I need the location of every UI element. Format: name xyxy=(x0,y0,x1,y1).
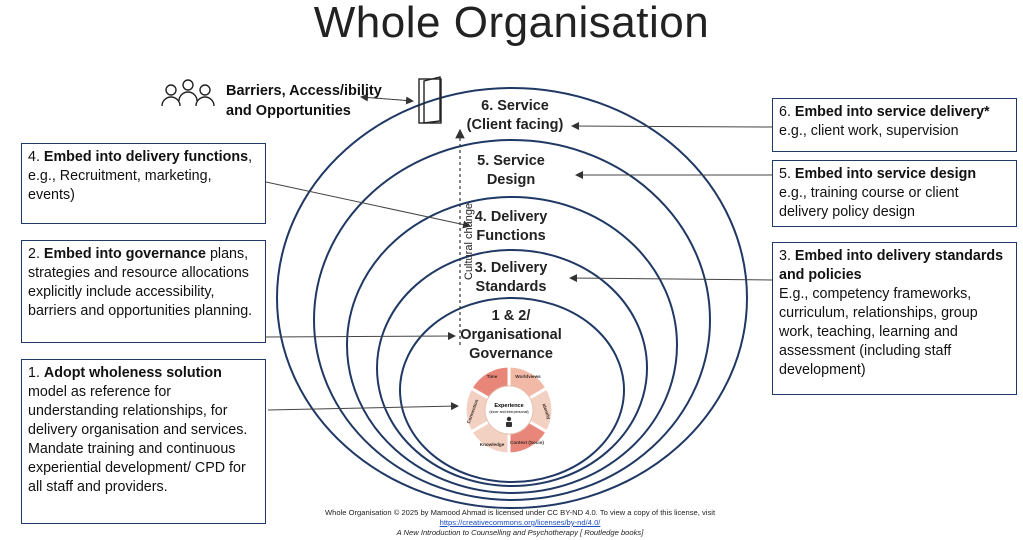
box-4-text: , e.g., Recruitment, marketing, events) xyxy=(28,149,253,203)
box-6-text: e.g., client work, supervision xyxy=(779,123,959,139)
door-icon xyxy=(418,76,442,124)
box-embed-service-delivery: 6. Embed into service delivery* e.g., cl… xyxy=(772,98,1017,152)
arrow-b1 xyxy=(267,402,459,411)
ring-4-line-1: 4. Delivery xyxy=(474,209,548,225)
box-1-text: model as reference for understanding rel… xyxy=(28,384,248,495)
ring-5-line-2: Design xyxy=(486,172,536,188)
person-icon xyxy=(506,416,512,427)
box-adopt-wholeness: 1. Adopt wholeness solution model as ref… xyxy=(21,359,266,524)
box-2-heading: Embed into governance xyxy=(43,246,206,262)
license-footer: Whole Organisation © 2025 by Mamood Ahma… xyxy=(250,508,790,538)
ring-4-functions xyxy=(346,196,678,494)
ring-12-line-3: Governance xyxy=(469,346,553,362)
ring-label-5: 5. Service Design xyxy=(456,152,566,190)
box-embed-delivery-functions: 4. Embed into delivery functions, e.g., … xyxy=(21,143,266,224)
box-6-prefix: 6. xyxy=(779,104,795,120)
box-embed-governance: 2. Embed into governance plans, strategi… xyxy=(21,240,266,343)
license-link[interactable]: https://creativecommons.org/licenses/by-… xyxy=(439,518,601,527)
svg-text:Identity: Identity xyxy=(541,403,551,420)
ring-label-3: 3. Delivery Standards xyxy=(456,259,566,297)
box-5-heading: Embed into service design xyxy=(794,166,977,182)
ring-6-service xyxy=(276,87,748,509)
ring-6-line-2: (Client facing) xyxy=(466,117,564,133)
box-embed-service-design: 5. Embed into service design e.g., train… xyxy=(772,160,1017,227)
box-3-text: E.g., competency frameworks, curriculum,… xyxy=(779,286,978,378)
ring-label-4: 4. Delivery Functions xyxy=(456,208,566,246)
box-2-prefix: 2. xyxy=(28,246,44,262)
box-6-heading: Embed into service delivery* xyxy=(794,104,990,120)
people-icon xyxy=(161,79,215,107)
svg-text:(inner and interpersonal): (inner and interpersonal) xyxy=(489,410,528,414)
ring-label-12: 1 & 2/ Organisational Governance xyxy=(449,307,573,364)
box-3-prefix: 3. xyxy=(779,248,795,264)
wheel-diagram: Experience (inner and interpersonal) Tim… xyxy=(463,364,555,456)
ring-label-6: 6. Service (Client facing) xyxy=(455,97,575,135)
svg-text:Time: Time xyxy=(487,374,498,379)
arrow-b4 xyxy=(265,181,471,229)
ring-3-line-2: Standards xyxy=(475,279,547,295)
box-4-heading: Embed into delivery functions xyxy=(43,149,249,165)
svg-text:Knowledge: Knowledge xyxy=(480,442,505,447)
box-1-heading: Adopt wholeness solution xyxy=(43,365,222,381)
arrow-b3 xyxy=(569,274,773,283)
barriers-line-2: and Opportunities xyxy=(226,103,351,119)
ring-3-standards xyxy=(376,249,648,487)
box-4-prefix: 4. xyxy=(28,149,44,165)
book-citation: A New Introduction to Counselling and Ps… xyxy=(396,528,644,537)
box-1-prefix: 1. xyxy=(28,365,44,381)
barriers-line-1: Barriers, Access/ibility xyxy=(226,83,382,99)
ring-6-line-1: 6. Service xyxy=(481,98,549,114)
svg-text:Experience: Experience xyxy=(494,403,523,409)
arrow-b6 xyxy=(571,122,773,131)
ring-12-line-1: 1 & 2/ xyxy=(491,308,531,324)
page-title: Whole Organisation xyxy=(313,0,710,47)
box-embed-delivery-standards: 3. Embed into delivery standards and pol… xyxy=(772,242,1017,395)
barriers-label: Barriers, Access/ibility and Opportuniti… xyxy=(226,81,382,121)
ring-5-line-1: 5. Service xyxy=(477,153,545,169)
box-3-heading: Embed into delivery standards and polici… xyxy=(779,248,1004,283)
ring-3-line-1: 3. Delivery xyxy=(474,260,548,276)
box-5-text: e.g., training course or client delivery… xyxy=(779,185,959,220)
box-2-text: plans, strategies and resource allocatio… xyxy=(28,246,253,319)
license-text: Whole Organisation © 2025 by Mamood Ahma… xyxy=(324,508,716,517)
svg-text:Context (Socio): Context (Socio) xyxy=(510,440,544,445)
ring-12-governance xyxy=(399,297,625,483)
svg-text:Worldviews: Worldviews xyxy=(515,374,541,379)
box-5-prefix: 5. xyxy=(779,166,795,182)
arrow-b2 xyxy=(265,332,456,341)
ring-4-line-2: Functions xyxy=(476,228,546,244)
ring-5-design xyxy=(313,139,711,501)
ring-12-line-2: Organisational xyxy=(460,327,562,343)
